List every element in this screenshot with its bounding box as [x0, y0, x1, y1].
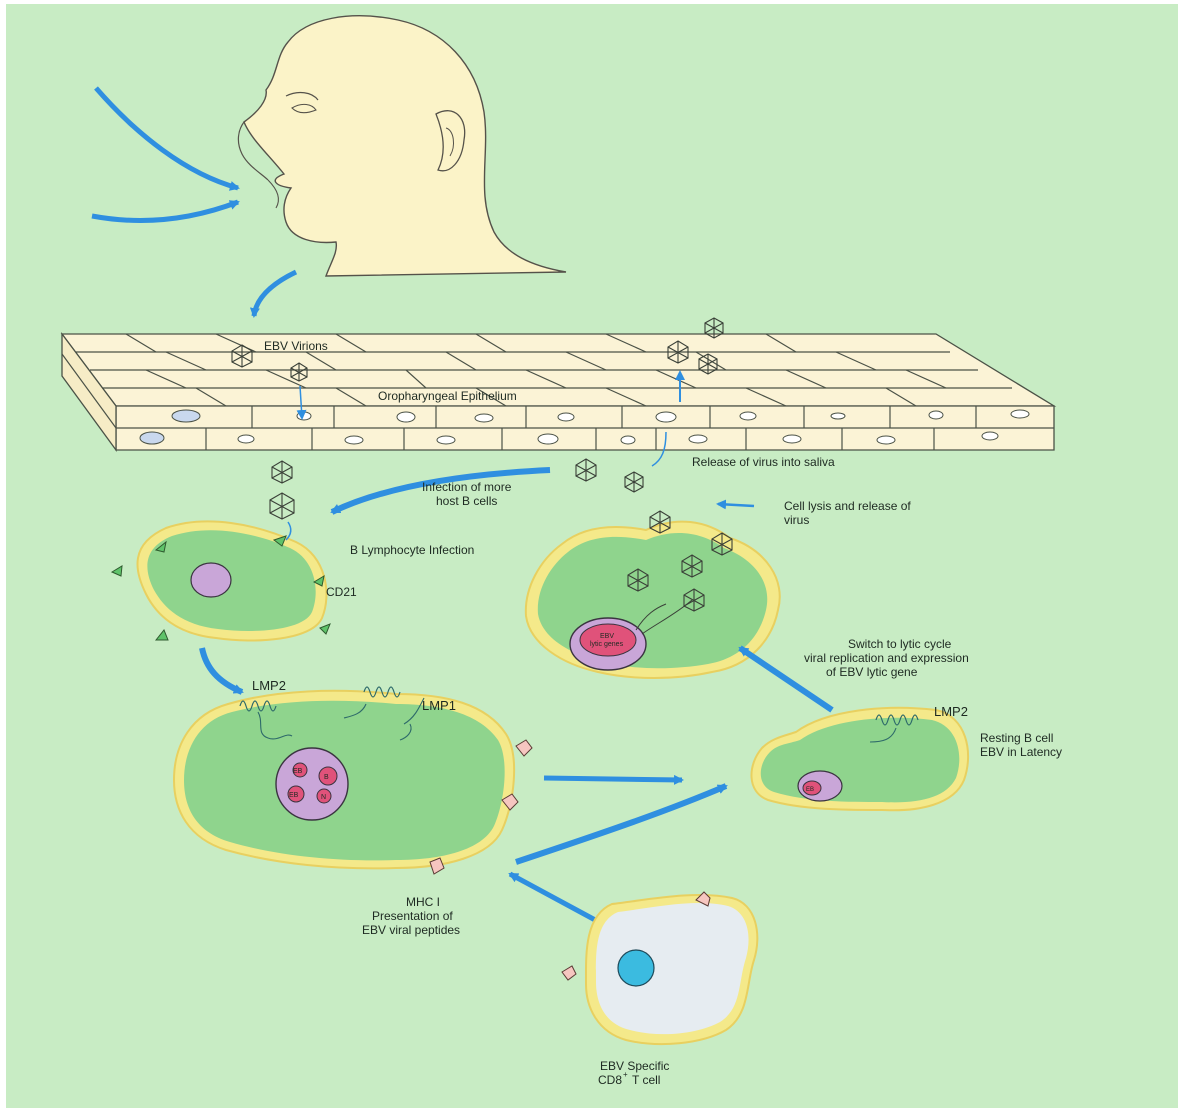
label-release-into-saliva: Release of virus into saliva	[692, 455, 835, 469]
ebna-label-1: EB	[293, 768, 303, 775]
proliferating-nucleus	[276, 748, 348, 820]
label-infection-more-2: host B cells	[436, 494, 497, 508]
proliferating-b-cell: EB B EB N	[174, 687, 532, 874]
label-b-lymphocyte-infection: B Lymphocyte Infection	[350, 543, 474, 557]
label-mhc-1: MHC I	[406, 895, 440, 909]
label-cd21: CD21	[326, 585, 357, 599]
label-mhc-3: EBV viral peptides	[362, 923, 460, 937]
label-lmp1: LMP1	[422, 698, 456, 713]
label-resting-b-cell-2: EBV in Latency	[980, 745, 1062, 759]
b-lymphocyte-nucleus	[191, 563, 231, 597]
label-infection-more-1: Infection of more	[422, 480, 512, 494]
label-ebv-virions: EBV Virions	[264, 339, 328, 353]
label-switch-lytic-1: Switch to lytic cycle	[848, 637, 952, 651]
t-cell-nucleus	[618, 950, 654, 986]
to-resting-arrow-1	[544, 778, 682, 780]
oropharyngeal-epithelium	[62, 334, 1054, 450]
label-mhc-2: Presentation of	[372, 909, 453, 923]
label-resting-b-cell-1: Resting B cell	[980, 731, 1053, 745]
lytic-nucleus-text-2: lytic genes	[590, 641, 624, 648]
label-switch-lytic-3: of EBV lytic gene	[826, 665, 918, 679]
label-t-cell-3: T cell	[632, 1073, 660, 1087]
label-oropharyngeal-epithelium: Oropharyngeal Epithelium	[378, 389, 517, 403]
lytic-b-cell: EBV lytic genes	[526, 522, 780, 678]
latent-nucleus-text: EB	[806, 787, 814, 793]
label-t-cell-1: EBV Specific	[600, 1059, 669, 1073]
lytic-nucleus-text-1: EBV	[600, 633, 614, 640]
ebv-lifecycle-diagram: EBV Virions Oropharyngeal Epithelium Rel…	[6, 4, 1178, 1108]
label-lmp2-right: LMP2	[934, 704, 968, 719]
label-t-cell-sup: +	[623, 1070, 628, 1079]
label-t-cell-2: CD8	[598, 1073, 622, 1087]
label-cell-lysis-1: Cell lysis and release of	[784, 499, 911, 513]
ebna-label-2: B	[324, 774, 329, 781]
ebna-label-3: EB	[289, 792, 299, 799]
diagram-canvas: EBV Virions Oropharyngeal Epithelium Rel…	[6, 4, 1178, 1108]
label-switch-lytic-2: viral replication and expression	[804, 651, 969, 665]
label-lmp2-left: LMP2	[252, 678, 286, 693]
ebna-label-4: N	[321, 794, 326, 801]
label-cell-lysis-2: virus	[784, 513, 809, 527]
